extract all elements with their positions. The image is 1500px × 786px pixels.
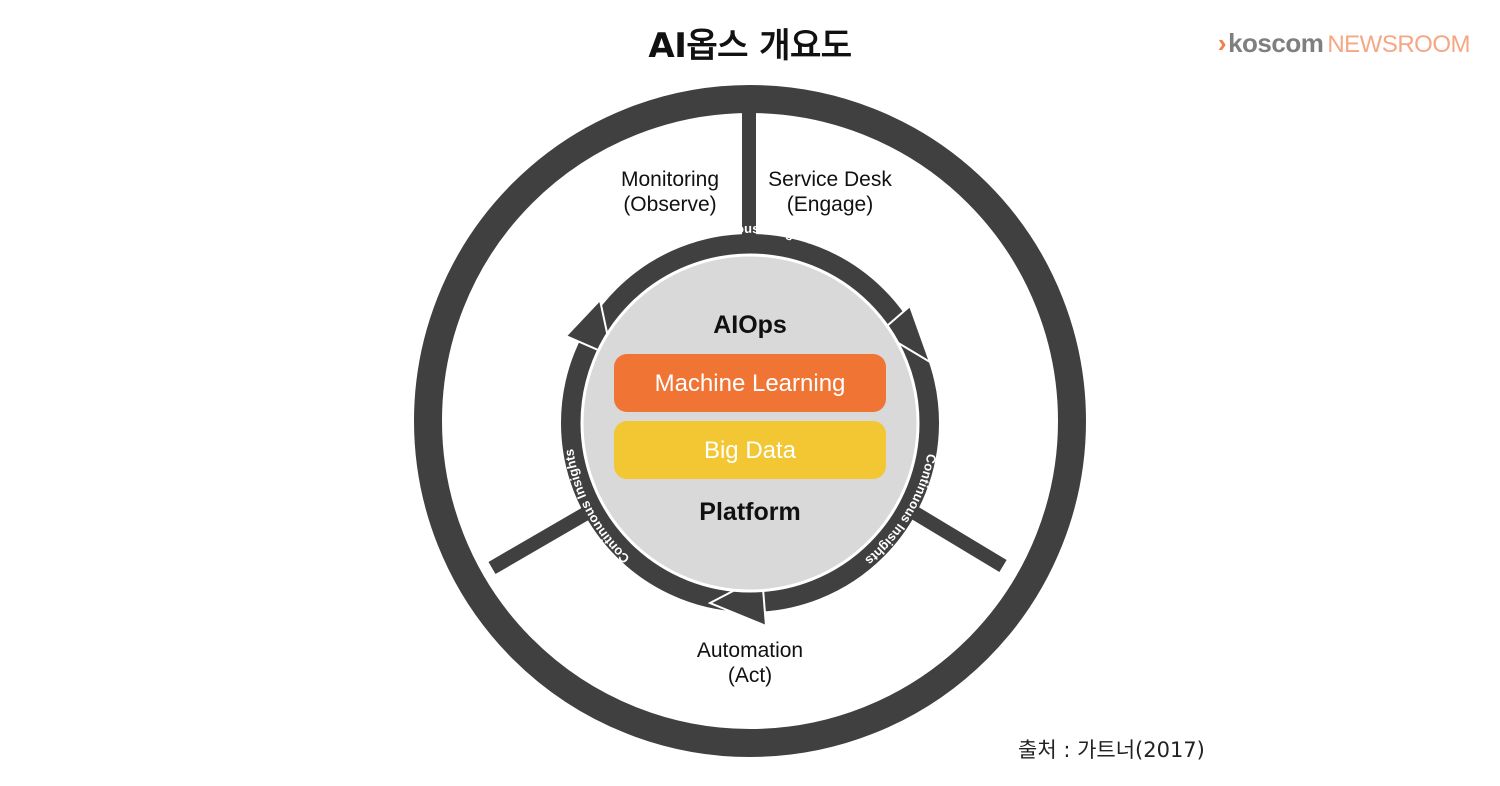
logo-suffix: NEWSROOM (1327, 31, 1470, 58)
big-data-label: Big Data (704, 437, 797, 464)
spoke-top (742, 100, 756, 240)
machine-learning-bar (614, 354, 886, 412)
logo-chevron-icon: › (1217, 28, 1227, 58)
automation-sublabel: (Act) (728, 664, 772, 687)
monitoring-label: Monitoring (621, 168, 719, 191)
koscom-newsroom-logo: › koscom NEWSROOM (1217, 28, 1471, 59)
platform-label: Platform (699, 498, 800, 526)
source-caption: 출처 : 가트너(2017) (1018, 738, 1205, 762)
service-desk-sublabel: (Engage) (787, 193, 873, 216)
outer-ring (414, 85, 1086, 757)
cycle-arrow-right-icon (878, 304, 932, 365)
automation-label: Automation (697, 639, 803, 662)
logo-brand: koscom (1228, 28, 1324, 58)
spoke-right (906, 504, 1007, 572)
aiops-label: AIOps (713, 311, 787, 339)
spoke-left (488, 503, 596, 575)
service-desk-label: Service Desk (768, 168, 892, 191)
cycle-arrow-left-icon (564, 297, 614, 358)
monitoring-sublabel: (Observe) (623, 193, 716, 216)
machine-learning-label: Machine Learning (655, 370, 846, 397)
big-data-bar (614, 421, 886, 479)
page-title: AI옵스 개요도 (648, 26, 852, 66)
